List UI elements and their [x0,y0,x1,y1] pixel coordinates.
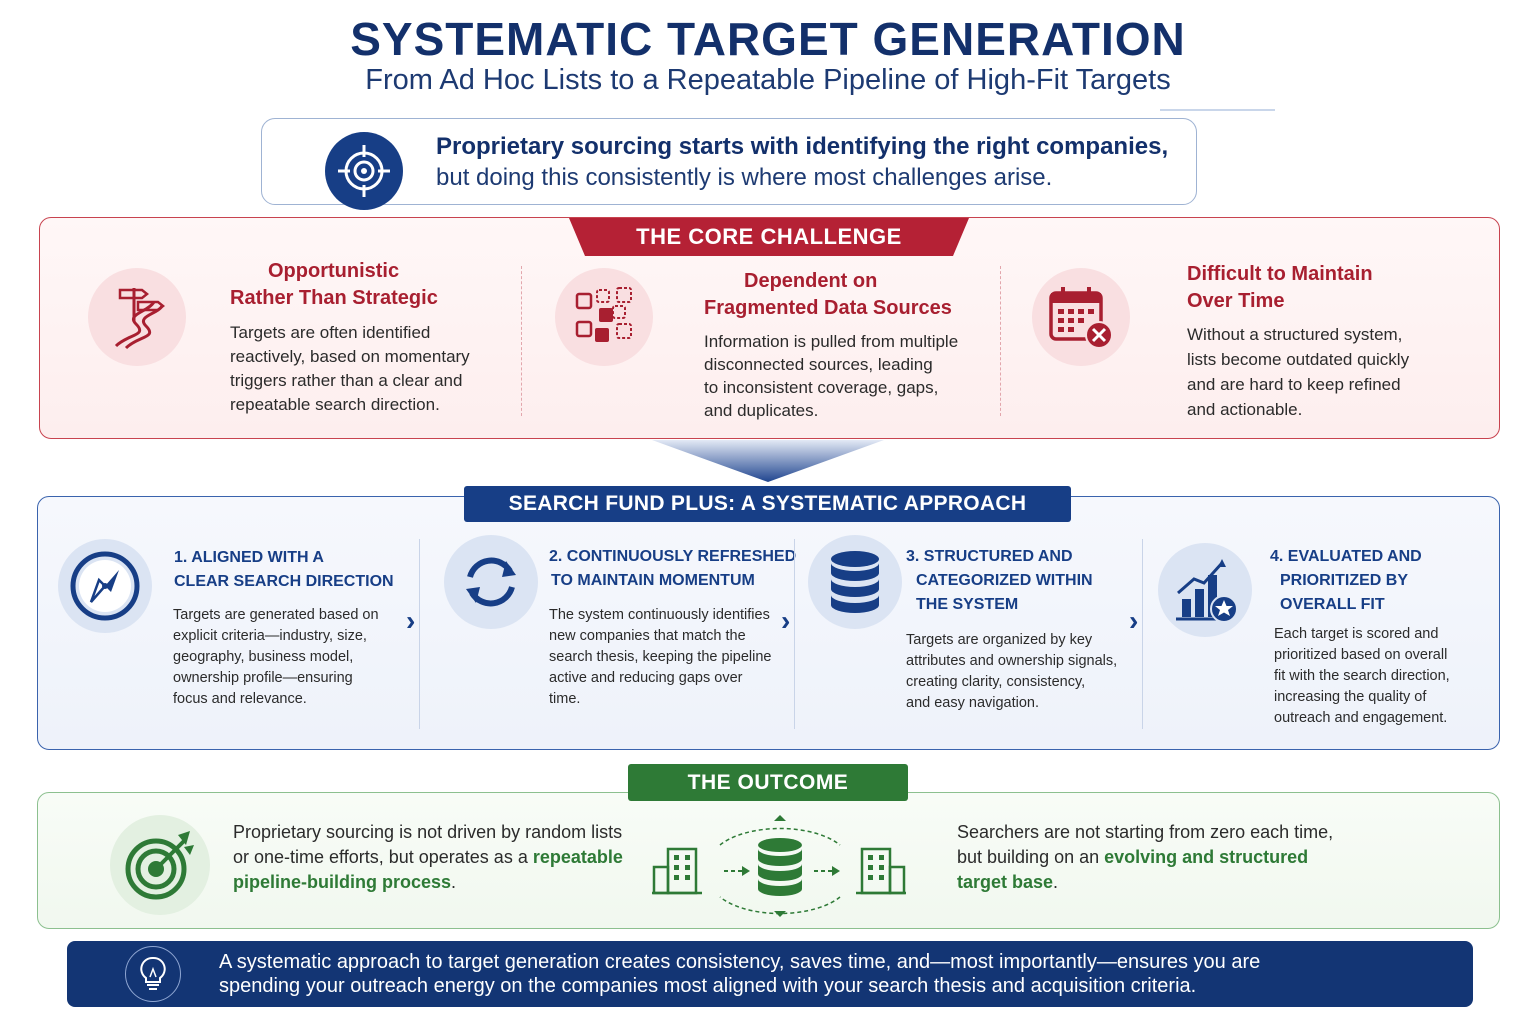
divider [1160,109,1275,111]
database-icon [808,535,902,629]
step-4-title: 4. EVALUATED AND PRIORITIZED BY OVERALL … [1270,548,1422,613]
challenge-1-body: Targets are often identified reactively,… [230,323,470,414]
page-title: SYSTEMATIC TARGET GENERATION [350,13,1186,65]
lightbulb-icon [125,946,181,1002]
compass-icon [58,539,152,633]
step-1-body: Targets are generated based on explicit … [173,607,379,707]
pipeline-diagram [650,805,910,920]
outcome-right-text: Searchers are not starting from zero eac… [957,822,1334,892]
challenge-1-title: Opportunistic Rather Than Strategic [230,260,438,309]
intro-text: but doing this consistently is where mos… [436,164,1053,191]
building-icon [652,847,702,895]
intro-box: Proprietary sourcing starts with identif… [261,118,1197,210]
intro-text-bold: Proprietary sourcing starts with identif… [436,133,1169,160]
systematic-approach-heading: SEARCH FUND PLUS: A SYSTEMATIC APPROACH [464,486,1071,522]
step-arrow: › [1129,605,1139,636]
bar-chart-star-icon [1158,543,1252,637]
challenge-2-body: Information is pulled from multiple disc… [704,332,959,420]
outcome-heading: THE OUTCOME [628,764,908,801]
bullseye-arrow-icon [110,815,210,915]
divider [794,539,795,729]
step-3-body: Targets are organized by key attributes … [906,632,1118,711]
page-subtitle: From Ad Hoc Lists to a Repeatable Pipeli… [365,64,1171,96]
refresh-cycle-icon [444,535,538,629]
building-icon [856,847,906,895]
outcome-left-text: Proprietary sourcing is not driven by ra… [233,822,623,892]
flow-arrow [652,440,884,482]
footer-banner: A systematic approach to target generati… [67,941,1473,1007]
challenge-2-title: Dependent on Fragmented Data Sources [704,270,952,319]
core-challenge-heading: THE CORE CHALLENGE [569,218,969,256]
step-2-body: The system continuously identifies new c… [549,607,772,707]
step-arrow: › [781,605,791,636]
step-2-title: 2. CONTINUOUSLY REFRESHED TO MAINTAIN MO… [549,548,797,589]
database-cycle-icon [719,815,841,917]
systematic-approach-panel: 1. ALIGNED WITH A CLEAR SEARCH DIRECTION… [37,496,1500,750]
fragmented-squares-icon [555,268,653,366]
step-1-title: 1. ALIGNED WITH A CLEAR SEARCH DIRECTION [174,549,394,590]
divider [419,539,420,729]
divider [1142,539,1143,729]
step-arrow: › [406,605,416,636]
challenge-3-title: Difficult to Maintain Over Time [1187,263,1373,312]
outcome-panel: Proprietary sourcing is not driven by ra… [37,792,1500,929]
target-crosshair-icon [325,132,403,210]
calendar-x-icon [1032,268,1130,366]
step-4-body: Each target is scored and prioritized ba… [1274,626,1450,726]
footer-text: A systematic approach to target generati… [219,951,1261,997]
divider [1000,266,1001,416]
winding-road-signpost-icon [88,268,186,366]
step-3-title: 3. STRUCTURED AND CATEGORIZED WITHIN THE… [906,548,1093,613]
divider [521,266,522,416]
challenge-3-body: Without a structured system, lists becom… [1187,325,1410,419]
